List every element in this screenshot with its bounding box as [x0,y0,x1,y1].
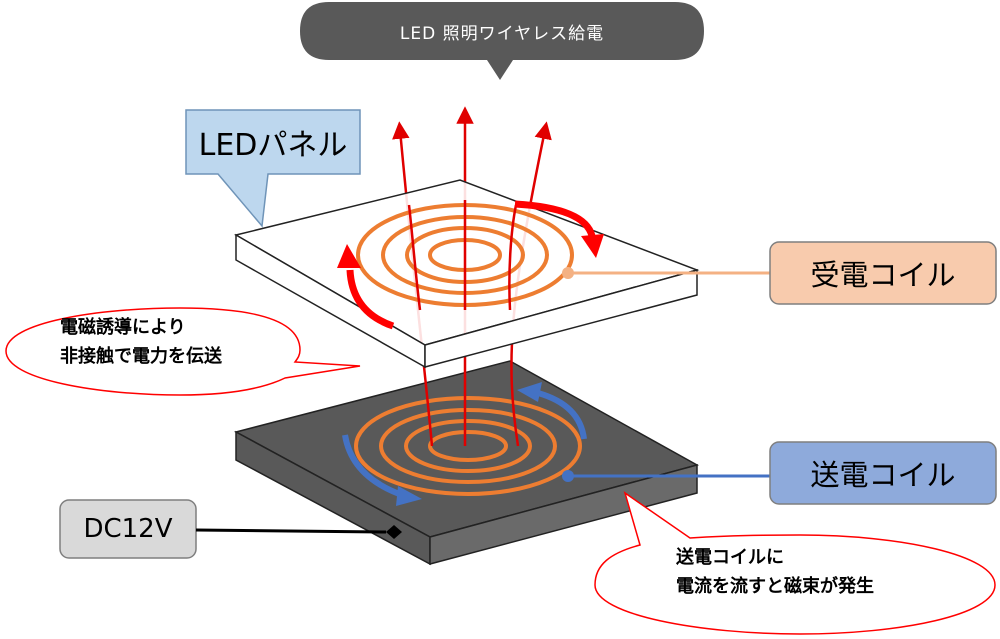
power-cable [195,528,387,534]
generation-line-1: 送電コイルに [676,547,784,568]
transmitter-connector-dot [562,470,574,482]
transmitter-rotation-arrowhead-right [517,382,542,402]
transmitter-panel [233,360,699,566]
field-lines-over-panel [407,200,518,311]
induction-line-1: 電磁誘導により [60,317,186,338]
generation-callout [594,491,996,635]
power-label-box [59,499,197,559]
receiver-coil-label: 受電コイル [810,258,956,292]
transmitter-rotation-arrow-right [537,390,587,440]
receiver-rotation-arrow-right [514,200,596,238]
receiver-rotation-arrowhead-right [581,234,604,258]
transmitter-rotation-arrow-left [342,434,406,499]
generation-line-2: 電流を流すと磁束が発生 [676,576,874,597]
receiver-label-box [769,241,997,305]
led-panel-callout [185,109,361,228]
induction-callout [5,307,361,396]
led-panel [234,179,700,369]
transmitter-coil-label: 送電コイル [810,458,956,492]
title-bubble [300,2,704,80]
power-connector [386,525,402,539]
induction-line-2: 非接触で電力を伝送 [60,346,222,367]
receiver-connector-dot [562,267,574,279]
power-supply-label: DC12V [83,514,173,544]
induction-callout-text: 電磁誘導により 非接触で電力を伝送 [60,313,222,371]
generation-callout-text: 送電コイルに 電流を流すと磁束が発生 [676,543,874,601]
transmitter-label-box [769,441,997,505]
receiver-rotation-arrowhead-left [337,244,361,268]
transmitter-rotation-arrowhead-left [396,486,422,506]
transmitter-coil [354,396,582,496]
diagram-title: LED 照明ワイヤレス給電 [399,23,605,44]
receiver-rotation-arrow-left [346,269,395,330]
led-panel-label: LEDパネル [198,128,348,163]
